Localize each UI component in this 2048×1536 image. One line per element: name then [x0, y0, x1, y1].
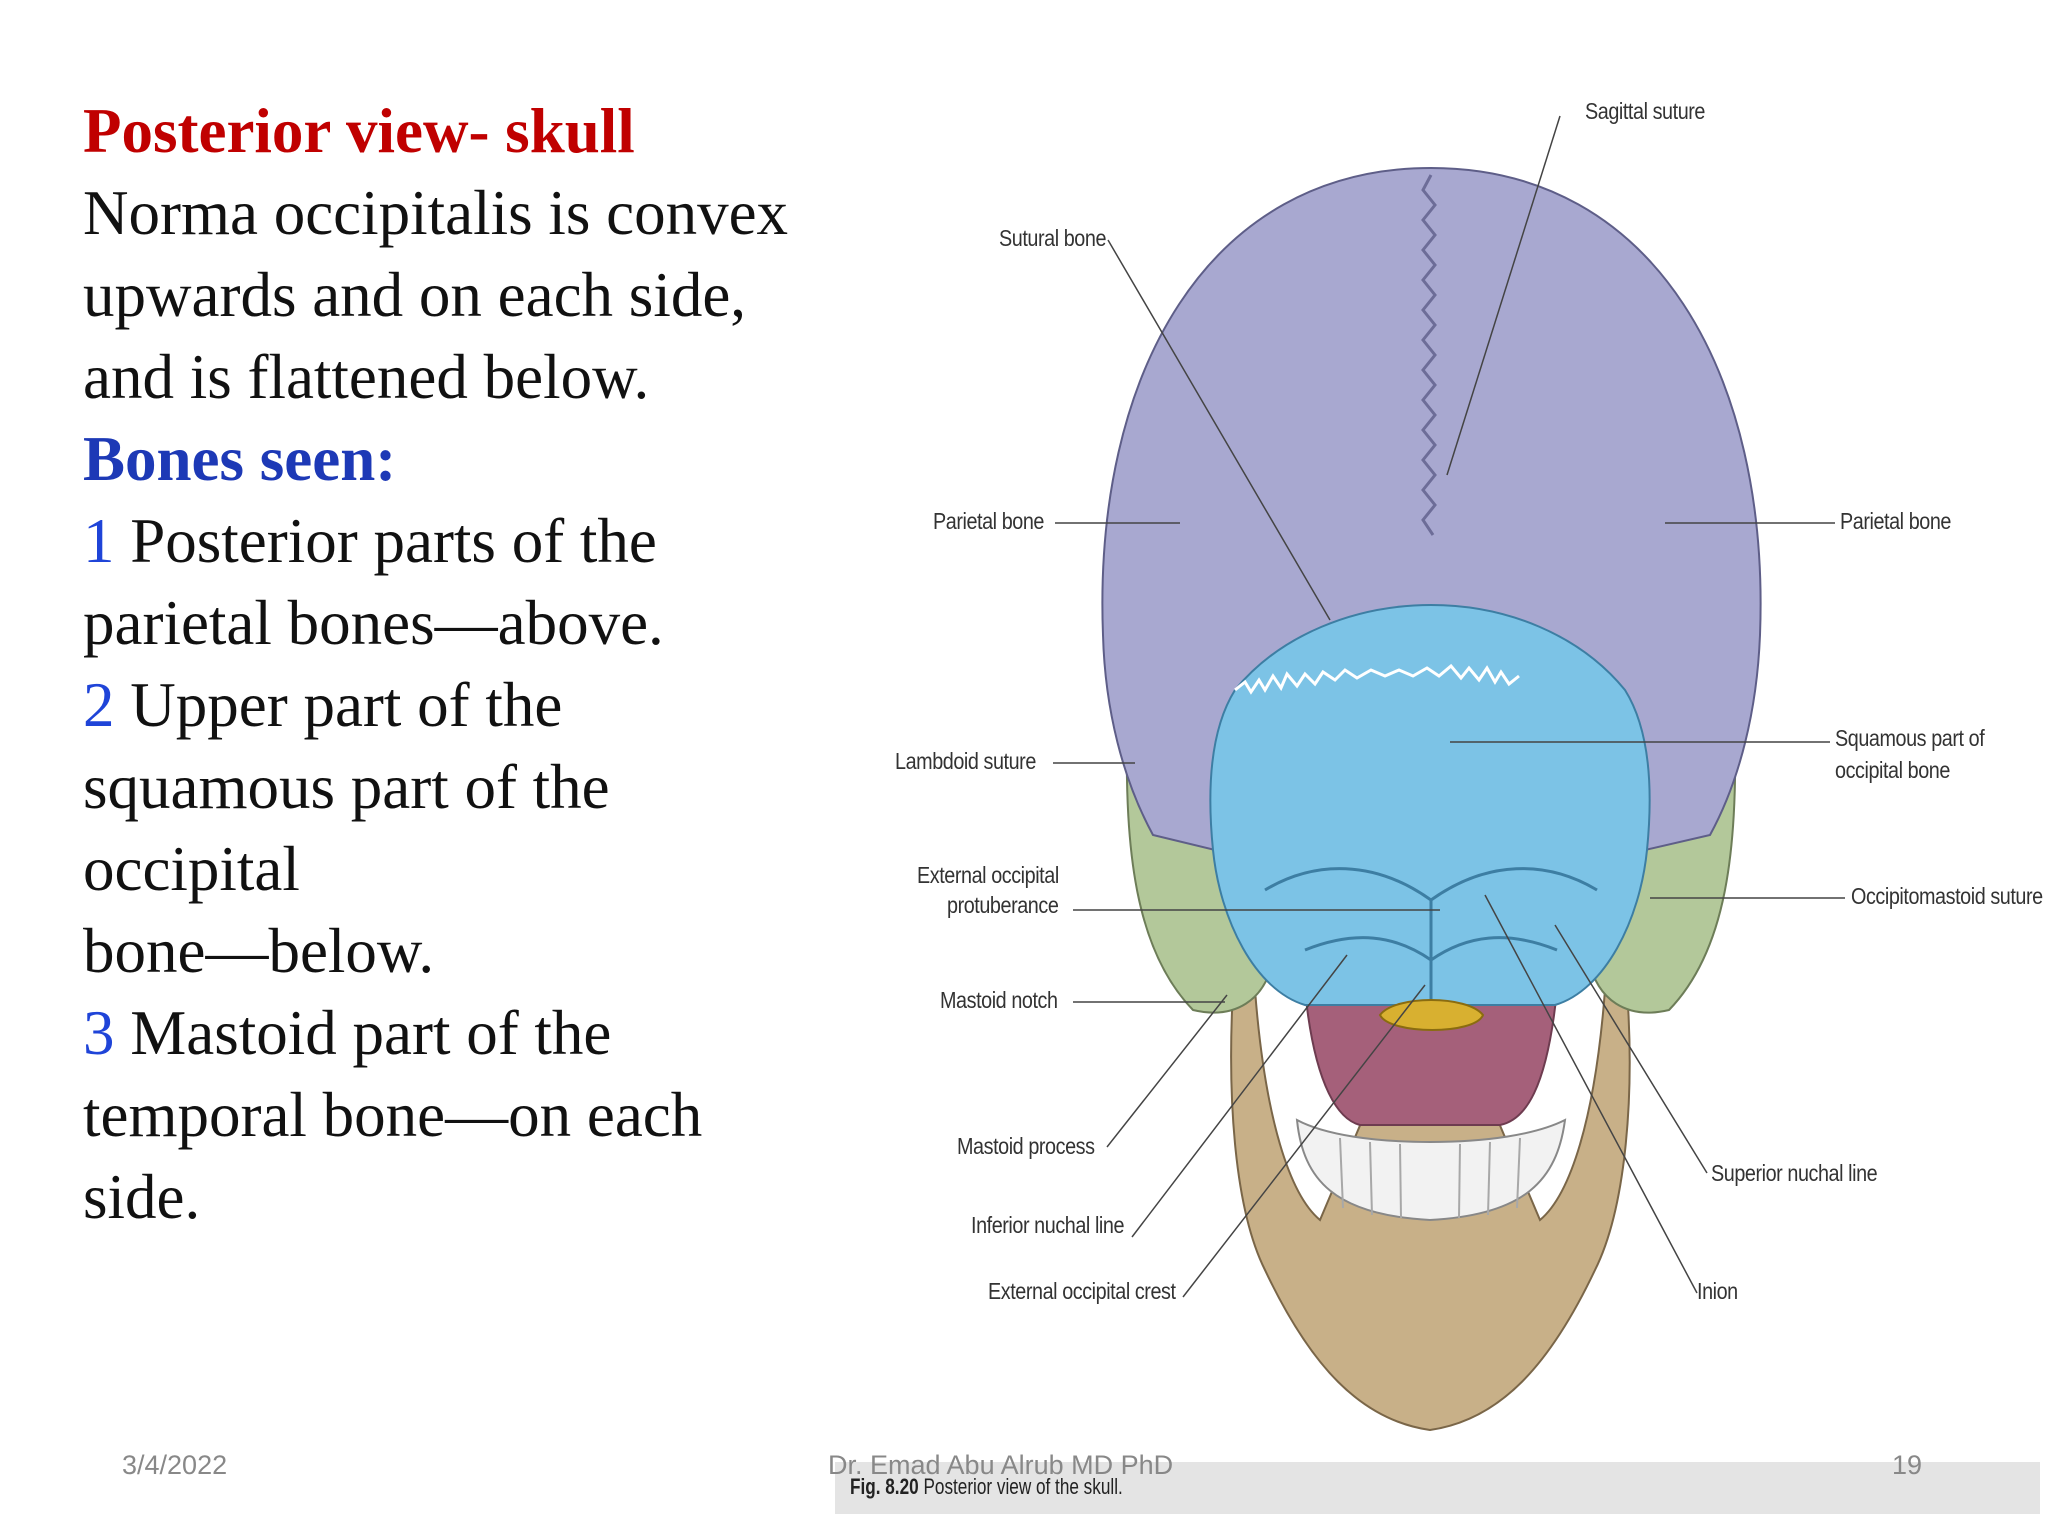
footer-author: Dr. Emad Abu Alrub MD PhD — [828, 1450, 1174, 1480]
label-external-occipital-2: protuberance — [947, 892, 1059, 918]
item-number: 3 — [83, 998, 115, 1068]
text-column: Posterior view- skull Norma occipitalis … — [83, 90, 835, 1238]
label-parietal-bone-right: Parietal bone — [1840, 508, 1951, 534]
item-2-line-3: occipital — [83, 834, 300, 904]
label-sutural-bone: Sutural bone — [999, 225, 1107, 251]
intro-line-2: upwards and on each side, — [83, 260, 747, 330]
label-mastoid-notch: Mastoid notch — [940, 987, 1058, 1013]
intro-line-3: and is flattened below. — [83, 342, 650, 412]
figure-caption: Fig. 8.20 Posterior view of the skull. — [850, 1474, 1123, 1500]
skull-figure: Sagittal suture Sutural bone Parietal bo… — [835, 90, 2043, 1530]
label-inion: Inion — [1697, 1278, 1738, 1304]
lambdoid-suture-line — [1234, 663, 1520, 695]
label-occipitomastoid-suture: Occipitomastoid suture — [1851, 883, 2043, 909]
item-text: Posterior parts of the — [130, 506, 657, 576]
item-3-line-2: temporal bone—on each — [83, 1080, 703, 1150]
item-2-first-line: 2 Upper part of the — [83, 664, 835, 746]
label-external-occipital-1: External occipital — [917, 862, 1059, 888]
label-mastoid-process: Mastoid process — [957, 1133, 1095, 1159]
label-sagittal-suture: Sagittal suture — [1585, 98, 1705, 124]
item-1-first-line: 1 Posterior parts of the — [83, 500, 835, 582]
item-text: Upper part of the — [130, 670, 563, 740]
item-number: 1 — [83, 506, 115, 576]
footer-date: 3/4/2022 — [122, 1450, 228, 1480]
label-squamous-occipital-2: occipital bone — [1835, 757, 1950, 783]
label-parietal-bone-left: Parietal bone — [933, 508, 1044, 534]
bones-heading: Bones seen: — [83, 424, 397, 494]
maxilla-shape — [1303, 989, 1559, 1126]
skull-illustration — [1053, 115, 1845, 1432]
sutural-bone-shape — [1378, 999, 1485, 1031]
footer-page-number: 19 — [1892, 1450, 1923, 1480]
item-1-line-2: parietal bones—above. — [83, 588, 664, 658]
teeth-shape — [1295, 1118, 1567, 1222]
item-3-first-line: 3 Mastoid part of the — [83, 992, 835, 1074]
label-lambdoid-suture: Lambdoid suture — [895, 748, 1036, 774]
slide-title: Posterior view- skull — [83, 96, 635, 166]
item-2-line-4: bone—below. — [83, 916, 435, 986]
intro-line-1: Norma occipitalis is convex — [83, 178, 789, 248]
caption-bar — [835, 1462, 2040, 1514]
label-squamous-occipital-1: Squamous part of — [1835, 725, 1985, 751]
item-2-line-2: squamous part of the — [83, 752, 610, 822]
item-text: Mastoid part of the — [130, 998, 612, 1068]
caption-figure-number: Fig. 8.20 — [850, 1474, 919, 1499]
item-3-line-3: side. — [83, 1162, 201, 1232]
label-external-occipital-crest: External occipital crest — [988, 1278, 1176, 1304]
label-superior-nuchal-line: Superior nuchal line — [1711, 1160, 1878, 1186]
label-inferior-nuchal-line: Inferior nuchal line — [971, 1212, 1125, 1238]
sagittal-suture-line — [1421, 174, 1437, 536]
caption-text: Posterior view of the skull. — [923, 1474, 1123, 1499]
item-number: 2 — [83, 670, 115, 740]
